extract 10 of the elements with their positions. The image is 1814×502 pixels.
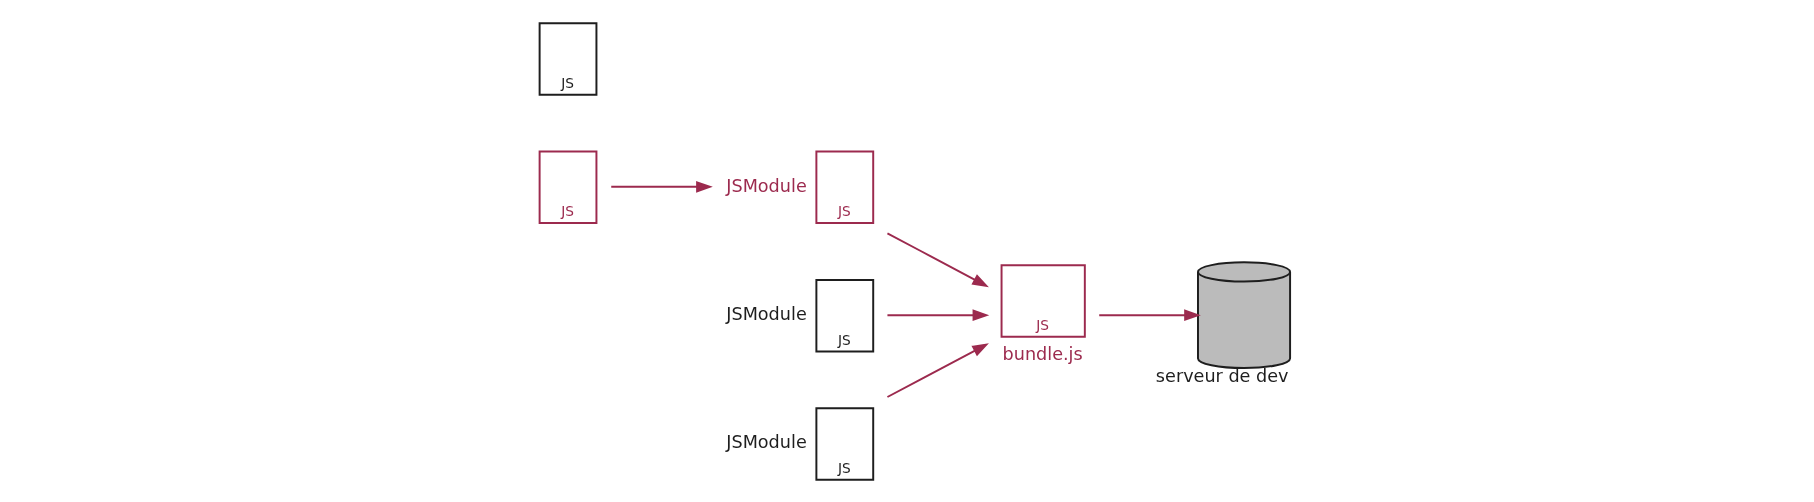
arrow <box>609 181 713 193</box>
node-label: JSModule <box>725 432 807 453</box>
node-label: bundle.js <box>1002 343 1083 364</box>
arrow <box>885 309 989 321</box>
node-label: JSModule <box>725 303 807 324</box>
arrow <box>1097 309 1201 321</box>
arrow <box>885 232 989 288</box>
arrow <box>885 343 989 398</box>
node-label: serveur de dev <box>1155 366 1289 387</box>
node-label: JSModule <box>725 175 807 196</box>
